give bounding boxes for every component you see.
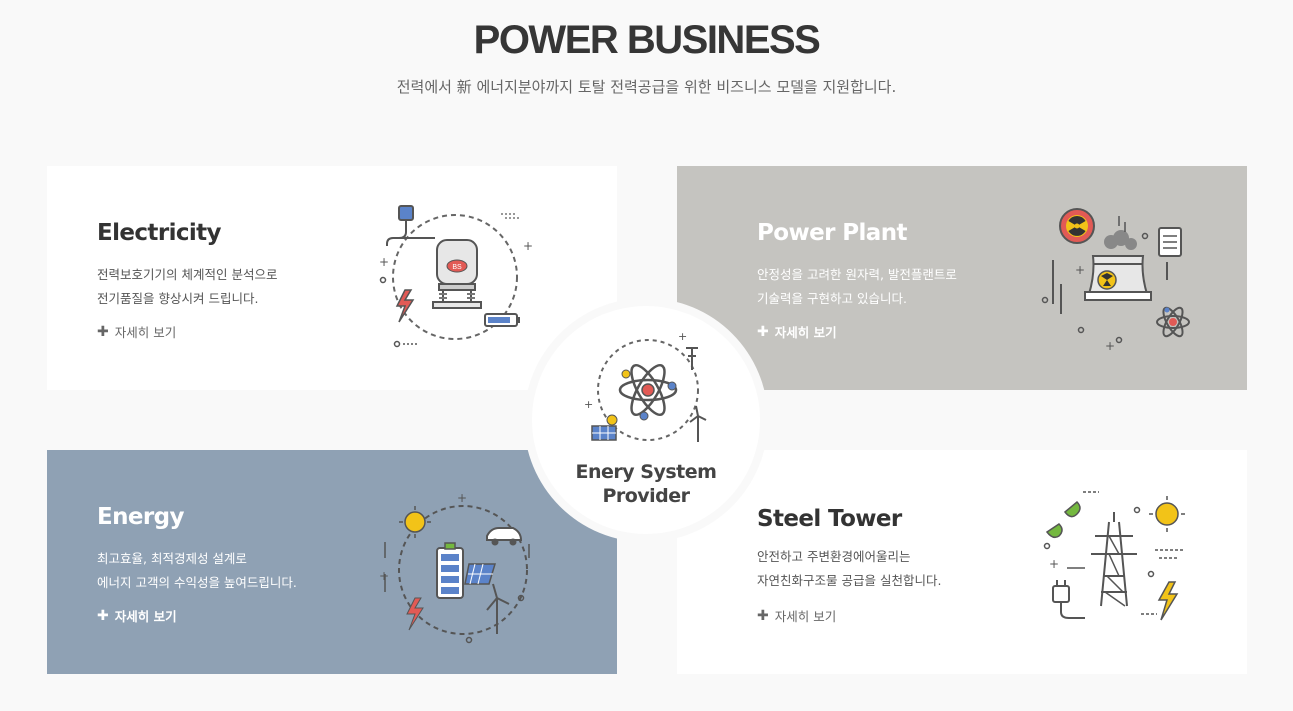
- svg-text:+: +: [678, 330, 687, 343]
- panel-desc-line: 에너지 고객의 수익성을 높여드립니다.: [97, 575, 297, 590]
- more-link-energy[interactable]: ✚ 자세히 보기: [97, 606, 177, 625]
- panel-electricity: Electricity 전력보호기기의 체계적인 분석으로 전기품질을 향상시켜…: [47, 166, 617, 390]
- atom-cycle-icon: + +: [584, 330, 707, 442]
- plus-icon: ✚: [97, 607, 109, 624]
- more-link-electricity[interactable]: ✚ 자세히 보기: [97, 322, 176, 341]
- more-link-label: 자세히 보기: [774, 325, 837, 340]
- panel-title-energy: Energy: [97, 504, 184, 530]
- transformer-icon: BS + +: [379, 205, 533, 348]
- panel-desc-power-plant: 안정성을 고려한 원자력, 발전플랜트로 기술력을 구현하고 있습니다.: [757, 263, 1047, 311]
- panel-desc-line: 기술력을 구현하고 있습니다.: [757, 291, 907, 306]
- page-subtitle: 전력에서 新 에너지분야까지 토탈 전력공급을 위한 비즈니스 모델을 지원합니…: [396, 78, 897, 96]
- more-link-label: 자세히 보기: [114, 609, 177, 624]
- panel-desc-line: 최고효율, 최적경제성 설계로: [97, 551, 247, 566]
- more-link-label: 자세히 보기: [114, 325, 177, 340]
- svg-text:+: +: [523, 239, 533, 253]
- more-link-power-plant[interactable]: ✚ 자세히 보기: [757, 322, 837, 341]
- svg-text:+: +: [379, 255, 389, 269]
- panel-steel-tower: Steel Tower 안전하고 주변환경에어울리는 자연친화구조물 공급을 실…: [677, 450, 1247, 674]
- panel-power-plant: Power Plant 안정성을 고려한 원자력, 발전플랜트로 기술력을 구현…: [677, 166, 1247, 390]
- center-inner: + + Enery System Provider: [532, 306, 760, 534]
- page-title: POWER BUSINESS: [473, 18, 821, 62]
- nuclear-plant-icon: + +: [1041, 208, 1190, 353]
- svg-text:+: +: [1049, 557, 1059, 571]
- steel-tower-icon: +: [1043, 491, 1185, 621]
- transformer-badge: BS: [452, 264, 462, 271]
- plus-icon: ✚: [757, 323, 769, 340]
- svg-text:+: +: [1105, 339, 1115, 353]
- svg-text:+: +: [584, 398, 593, 411]
- svg-text:+: +: [1075, 263, 1085, 277]
- panel-title-electricity: Electricity: [97, 220, 222, 246]
- panel-title-steel-tower: Steel Tower: [757, 506, 902, 532]
- center-provider-badge: + + Enery System Provider: [524, 298, 768, 542]
- center-label-line1: Enery System: [575, 461, 717, 483]
- panel-desc-energy: 최고효율, 최적경제성 설계로 에너지 고객의 수익성을 높여드립니다.: [97, 547, 387, 595]
- more-link-label: 자세히 보기: [774, 609, 837, 624]
- panel-desc-steel-tower: 안전하고 주변환경에어울리는 자연친화구조물 공급을 실천합니다.: [757, 545, 1047, 593]
- panel-desc-line: 안전하고 주변환경에어울리는: [757, 549, 911, 564]
- battery-solar-icon: + +: [379, 491, 530, 644]
- plus-icon: ✚: [757, 607, 769, 624]
- more-link-steel-tower[interactable]: ✚ 자세히 보기: [757, 606, 836, 625]
- svg-text:+: +: [379, 569, 389, 583]
- panel-desc-line: 전기품질을 향상시켜 드립니다.: [97, 291, 259, 306]
- center-label-line2: Provider: [602, 485, 690, 507]
- panel-desc-line: 전력보호기기의 체계적인 분석으로: [97, 267, 278, 282]
- panel-desc-line: 안정성을 고려한 원자력, 발전플랜트로: [757, 267, 957, 282]
- center-label: Enery System Provider: [532, 460, 760, 508]
- svg-text:+: +: [457, 491, 467, 505]
- panel-title-power-plant: Power Plant: [757, 220, 907, 246]
- panel-desc-line: 자연친화구조물 공급을 실천합니다.: [757, 573, 942, 588]
- panel-energy: Energy 최고효율, 최적경제성 설계로 에너지 고객의 수익성을 높여드립…: [47, 450, 617, 674]
- panel-desc-electricity: 전력보호기기의 체계적인 분석으로 전기품질을 향상시켜 드립니다.: [97, 263, 387, 311]
- plus-icon: ✚: [97, 323, 109, 340]
